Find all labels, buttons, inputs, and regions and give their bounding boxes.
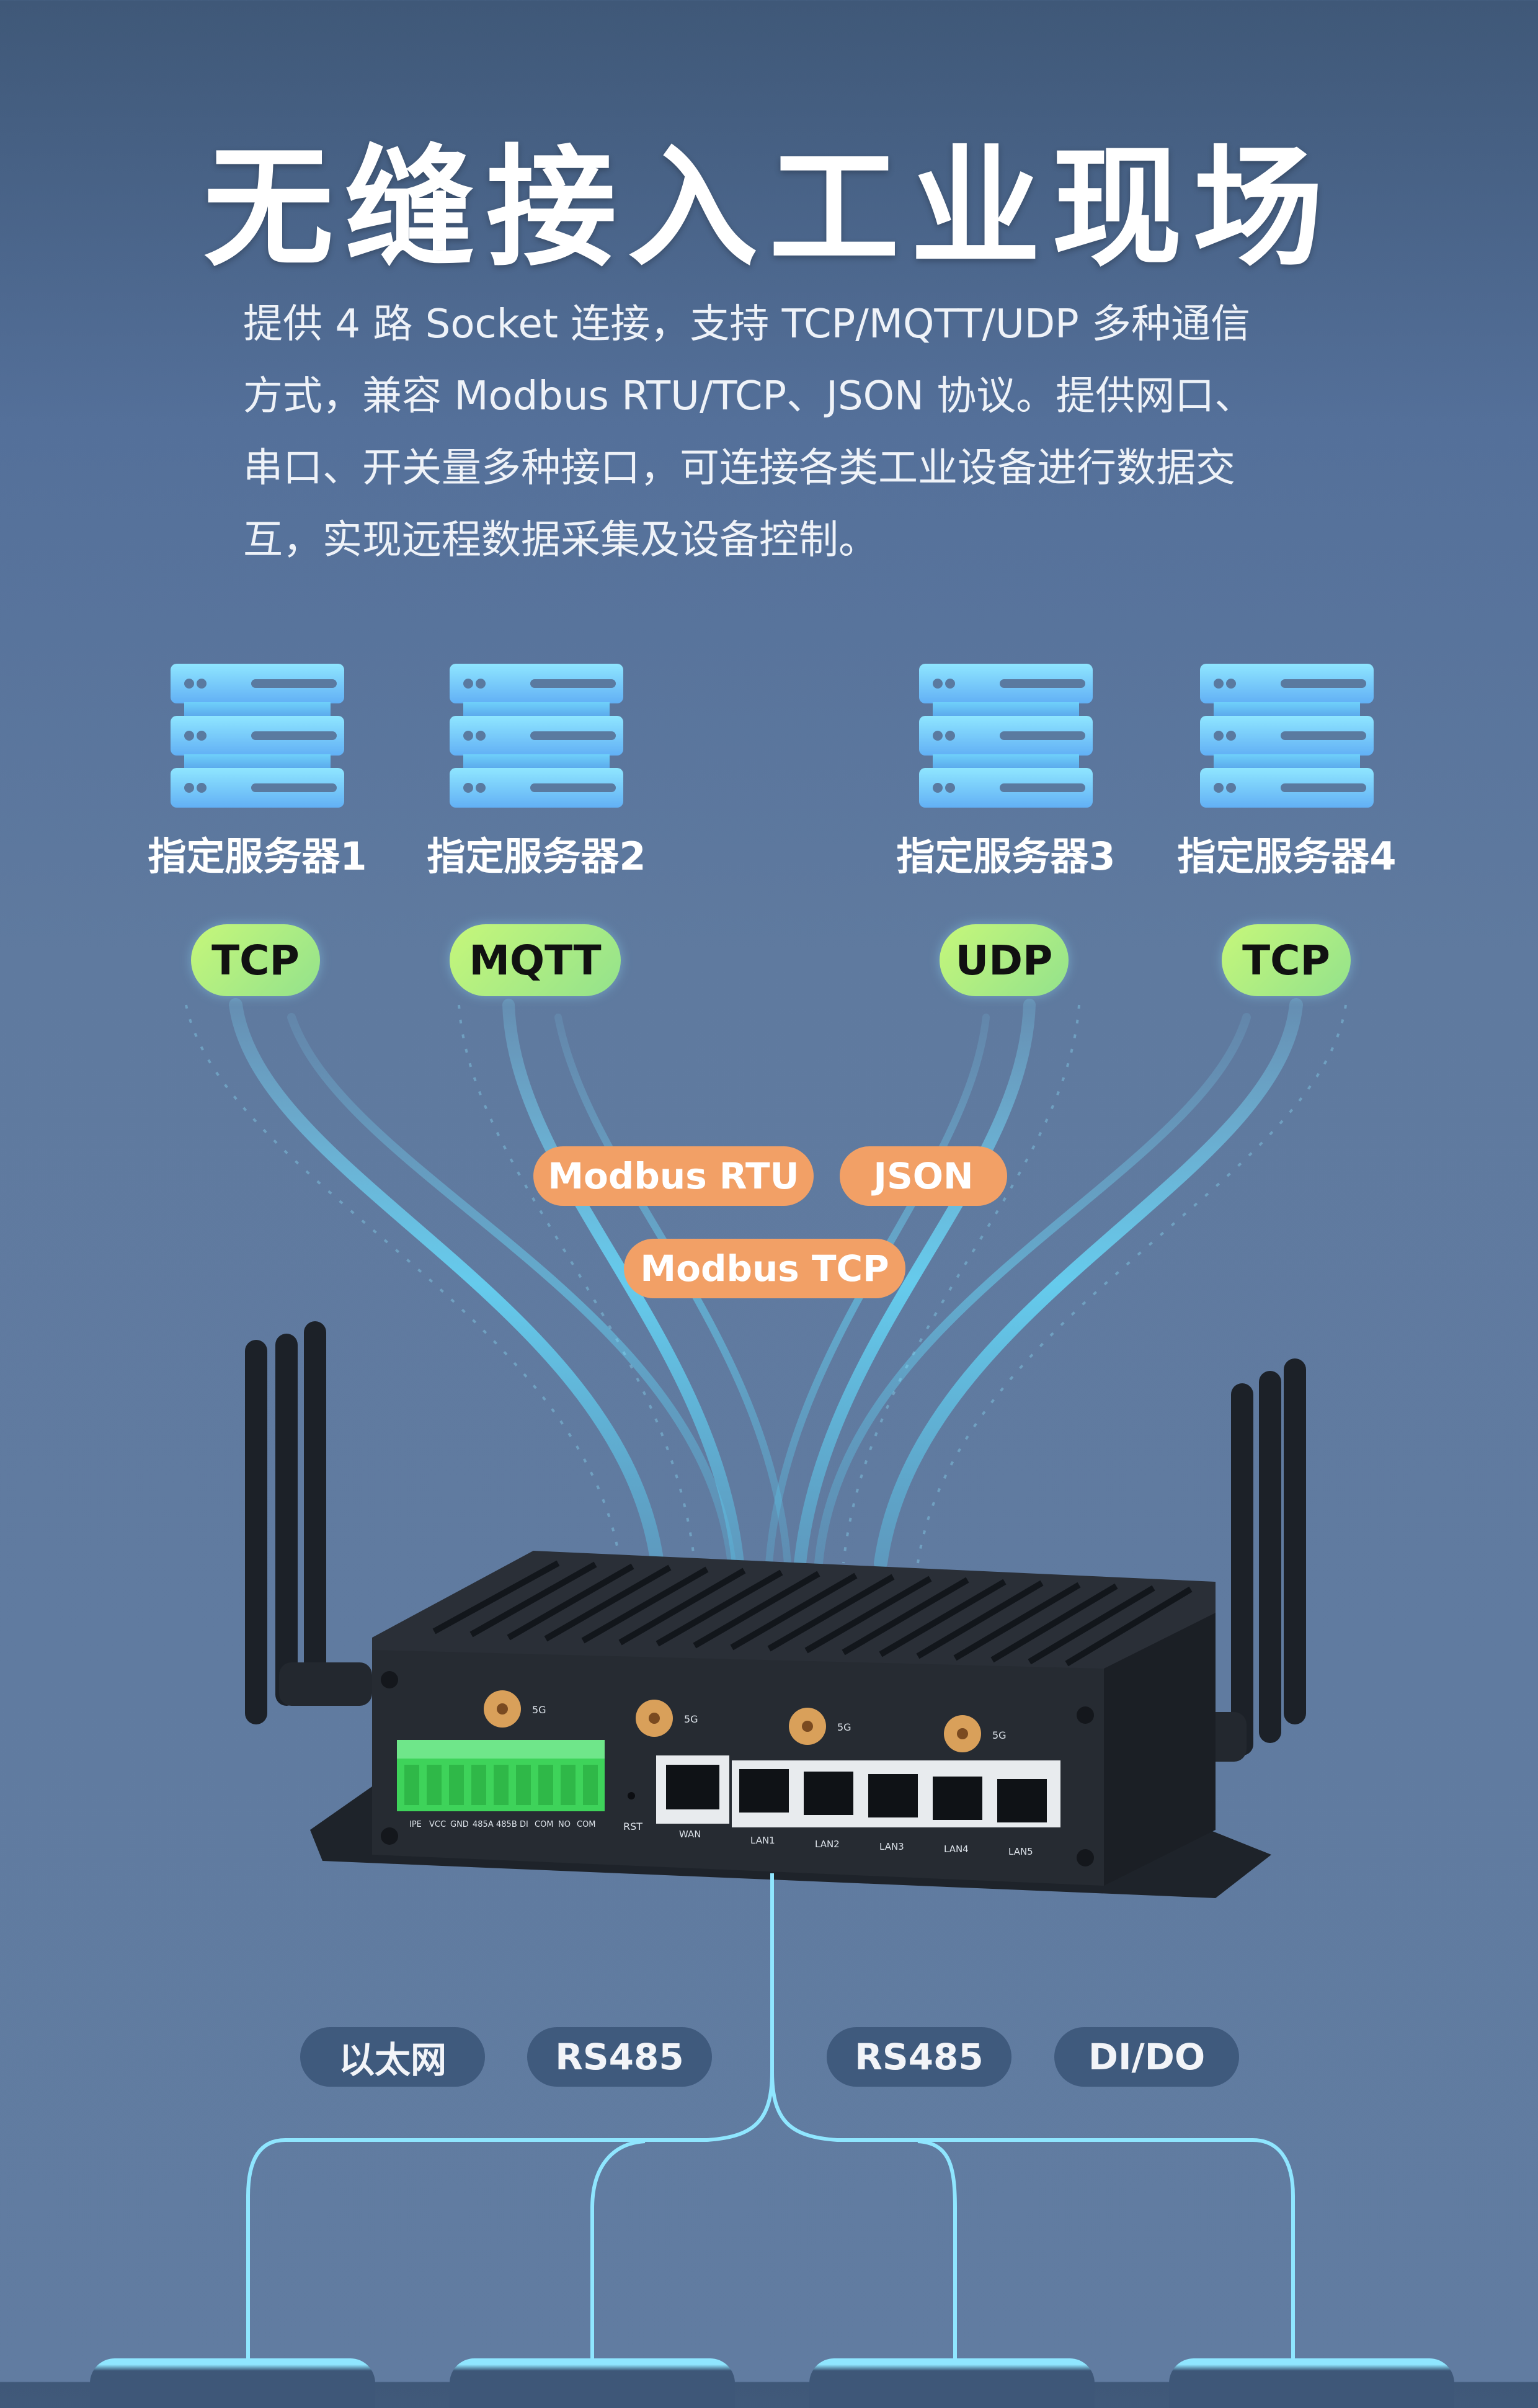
server-icon bbox=[450, 664, 623, 809]
interface-badge-rs485: RS485 bbox=[827, 2027, 1011, 2087]
description-line: 互，实现远程数据采集及设备控制。 bbox=[243, 517, 878, 563]
description-line: 方式，兼容 Modbus RTU/TCP、JSON 协议。提供网口、 bbox=[243, 373, 1255, 419]
server-label: 指定服务器4 bbox=[1177, 834, 1397, 879]
server-label: 指定服务器1 bbox=[148, 834, 367, 879]
antenna-label: 5G bbox=[684, 1713, 698, 1725]
antenna-icon bbox=[245, 1321, 372, 1724]
port-label-lan2: LAN2 bbox=[815, 1839, 840, 1850]
port-label-lan5: LAN5 bbox=[1008, 1846, 1033, 1857]
interface-badge-rs485: RS485 bbox=[527, 2027, 712, 2087]
description-line: 提供 4 路 Socket 连接，支持 TCP/MQTT/UDP 多种通信 bbox=[243, 301, 1251, 347]
page-title: 无缝接入工业现场 bbox=[203, 132, 1335, 284]
terminal-label: GND bbox=[450, 1820, 469, 1829]
sma-connector-icon bbox=[484, 1690, 981, 1752]
data-protocol-modbus-rtu: Modbus RTU bbox=[533, 1146, 814, 1206]
terminal-label: 485A bbox=[473, 1820, 494, 1829]
protocol-badge-tcp: TCP bbox=[191, 924, 320, 996]
endpoint-card bbox=[1169, 2358, 1454, 2408]
server-label: 指定服务器3 bbox=[896, 834, 1116, 879]
ethernet-ports bbox=[656, 1755, 1060, 1827]
data-protocol-modbus-tcp: Modbus TCP bbox=[624, 1239, 905, 1298]
terminal-label: VCC bbox=[429, 1820, 446, 1829]
server-icon bbox=[1200, 664, 1374, 809]
description-line: 串口、开关量多种接口，可连接各类工业设备进行数据交 bbox=[243, 445, 1235, 491]
terminal-label: IPE bbox=[409, 1820, 422, 1829]
terminal-label: DI bbox=[520, 1820, 528, 1829]
server-label: 指定服务器2 bbox=[427, 834, 646, 879]
antenna-icon bbox=[1154, 1358, 1306, 1762]
terminal-label: 485B bbox=[496, 1820, 517, 1829]
antenna-label: 5G bbox=[992, 1729, 1007, 1741]
reset-label: RST bbox=[623, 1821, 642, 1832]
stream-line bbox=[229, 998, 664, 1570]
antenna-label: 5G bbox=[837, 1721, 851, 1733]
server-icon bbox=[171, 664, 344, 809]
endpoint-card bbox=[809, 2358, 1095, 2408]
port-label-wan: WAN bbox=[679, 1829, 701, 1840]
port-label-lan4: LAN4 bbox=[944, 1844, 969, 1855]
protocol-badge-mqtt: MQTT bbox=[450, 924, 621, 996]
stream-line bbox=[287, 1013, 736, 1567]
stream-line bbox=[502, 999, 744, 1569]
terminal-label: NO bbox=[558, 1820, 571, 1829]
server-icon bbox=[919, 664, 1093, 809]
interface-badge-ethernet: 以太网 bbox=[300, 2027, 485, 2087]
reset-button bbox=[628, 1792, 635, 1799]
protocol-badge-udp: UDP bbox=[940, 924, 1069, 996]
terminal-label: COM bbox=[535, 1820, 554, 1829]
stream-line bbox=[874, 998, 1303, 1570]
protocol-badge-tcp: TCP bbox=[1222, 924, 1351, 996]
endpoint-card bbox=[90, 2358, 375, 2408]
endpoint-card bbox=[450, 2358, 735, 2408]
interface-badge-dido: DI/DO bbox=[1054, 2027, 1239, 2087]
stream-line bbox=[814, 1013, 1251, 1567]
data-protocol-json: JSON bbox=[840, 1146, 1007, 1206]
stream-line bbox=[794, 999, 1036, 1569]
antenna-label: 5G bbox=[532, 1704, 546, 1716]
terminal-label: COM bbox=[577, 1820, 596, 1829]
port-label-lan3: LAN3 bbox=[879, 1841, 904, 1852]
description: 提供 4 路 Socket 连接，支持 TCP/MQTT/UDP 多种通信 方式… bbox=[243, 288, 1310, 576]
port-label-lan1: LAN1 bbox=[750, 1835, 775, 1846]
